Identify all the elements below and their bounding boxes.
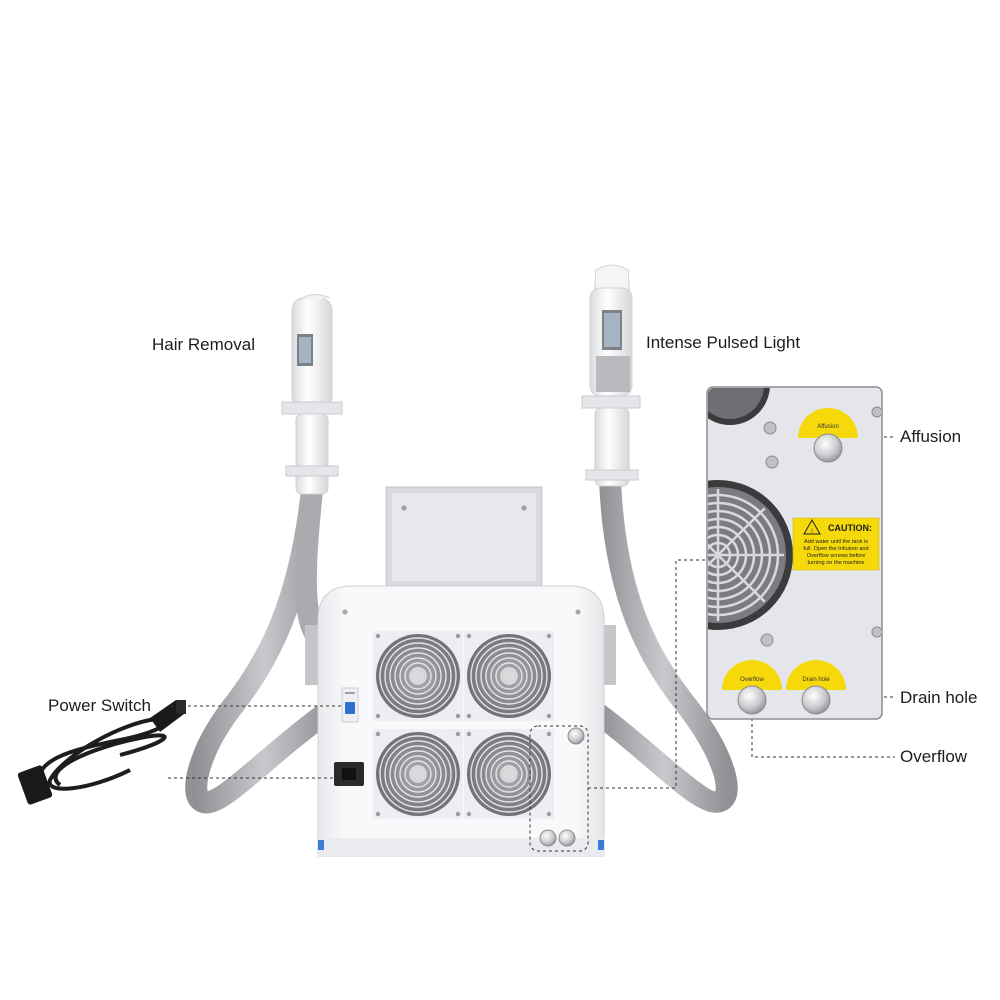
label-affusion: Affusion — [900, 427, 962, 446]
tag-drain-text: Drain hole — [802, 677, 830, 683]
label-drain-hole: Drain hole — [900, 688, 978, 707]
tag-affusion-text: Affusion — [817, 424, 839, 430]
hose-right — [589, 469, 738, 813]
fan-3 — [373, 729, 463, 819]
fan-2 — [464, 631, 554, 721]
power-cable — [17, 700, 186, 805]
power-socket — [334, 762, 364, 786]
label-power-switch: Power Switch — [48, 696, 151, 715]
svg-text:!: ! — [811, 529, 813, 535]
caution-title: CAUTION: — [828, 523, 872, 533]
fan-4 — [464, 729, 554, 819]
caution-line-1: Add water until the tank is — [804, 539, 868, 545]
caution-line-4: turning on the machine — [808, 560, 865, 566]
handpiece-hair-removal — [281, 294, 343, 495]
tag-overflow-text: Overflow — [740, 677, 764, 683]
caution-line-2: full. Open the Infusion and — [803, 546, 868, 552]
label-intense-pulsed-light: Intense Pulsed Light — [646, 333, 801, 352]
inset-detail-panel: Affusion ! CAUTION: Add water until the … — [706, 386, 883, 720]
rear-display-panel — [385, 486, 543, 588]
fan-array — [373, 631, 554, 819]
power-switch — [341, 687, 359, 723]
fan-1 — [373, 631, 463, 721]
label-hair-removal: Hair Removal — [152, 335, 255, 354]
handpiece-ipl — [581, 264, 641, 487]
label-overflow: Overflow — [900, 747, 968, 766]
caution-line-3: Overflow screws before — [807, 553, 865, 559]
